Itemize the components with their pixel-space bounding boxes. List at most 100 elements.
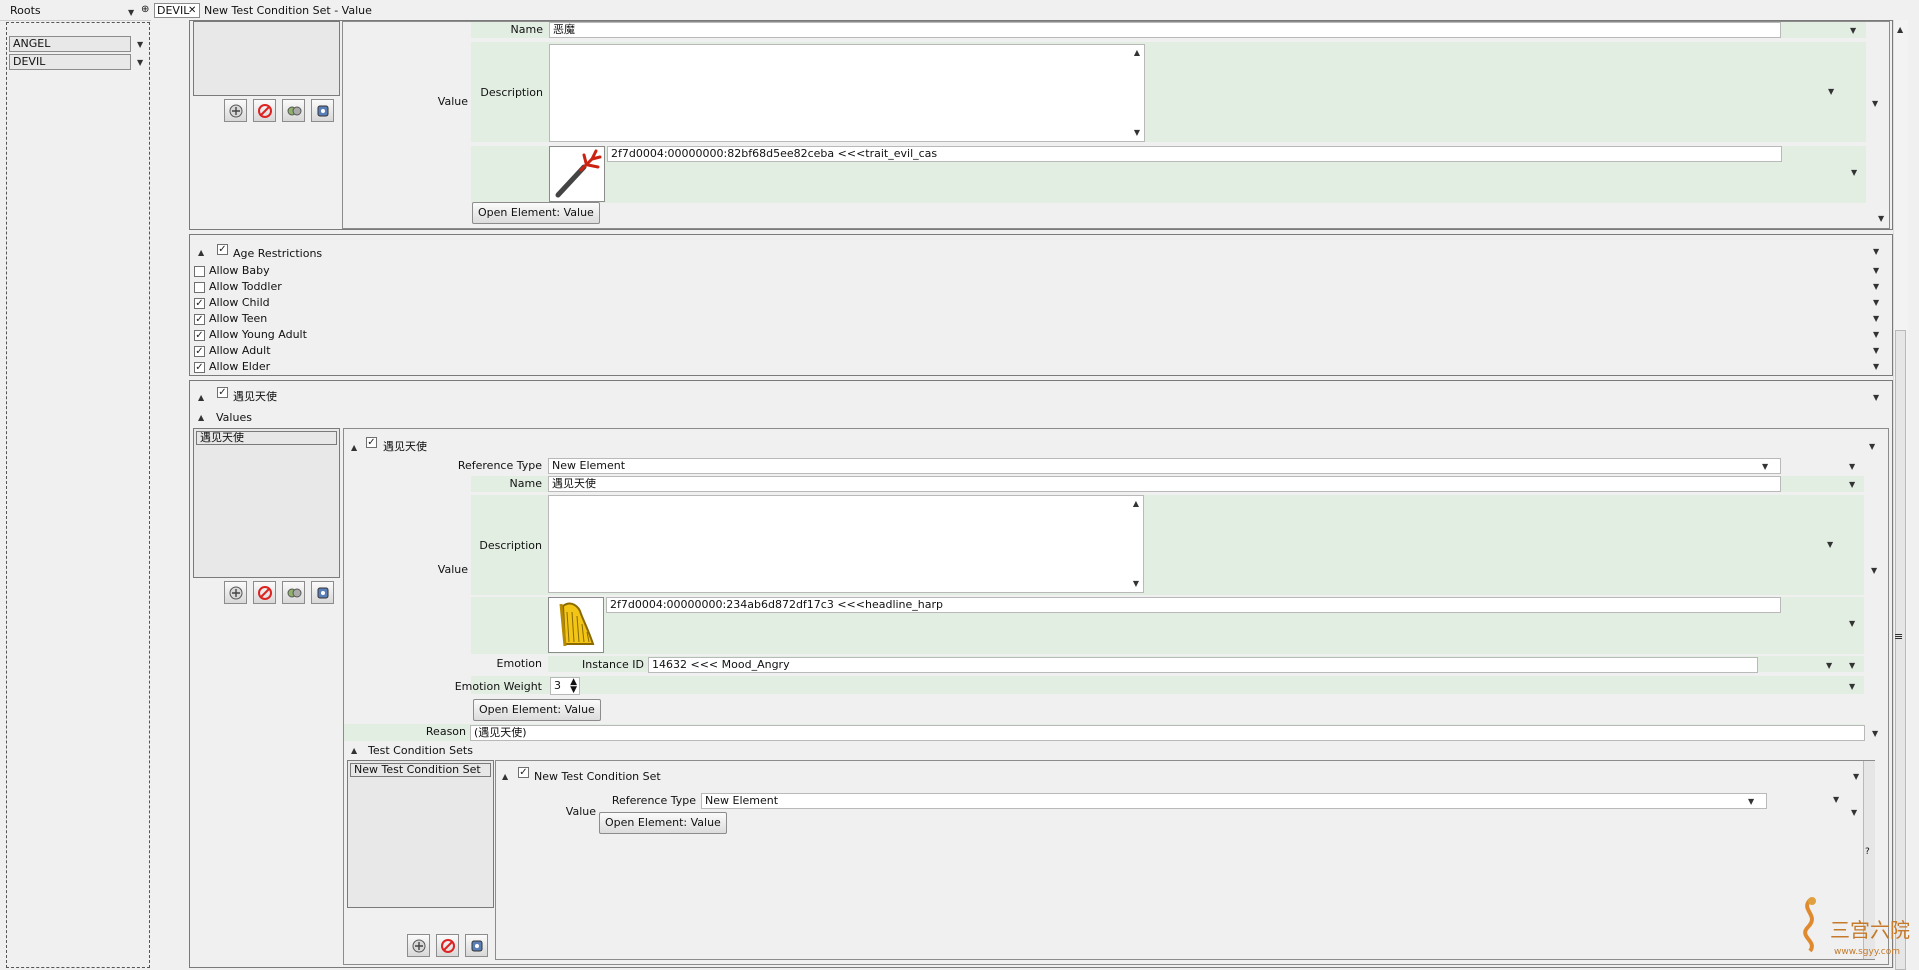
reason-dropdown-icon[interactable]: ▼ bbox=[1872, 729, 1879, 738]
tcs-scrollbar[interactable] bbox=[1863, 761, 1875, 959]
icon-dropdown-icon[interactable]: ▼ bbox=[1851, 168, 1858, 177]
close-icon[interactable]: ✕ bbox=[188, 5, 197, 16]
instance-id-chevron-down-icon[interactable]: ▼ bbox=[1826, 661, 1833, 670]
allow-baby-checkbox[interactable] bbox=[194, 266, 205, 277]
duplicate-button[interactable] bbox=[282, 99, 305, 122]
angel-inner-dropdown-icon[interactable]: ▼ bbox=[1869, 442, 1876, 451]
angel-remove-button[interactable] bbox=[253, 581, 276, 604]
description-textarea[interactable]: ▲ ▼ bbox=[549, 44, 1145, 142]
root-item-angel[interactable]: ANGEL bbox=[9, 36, 131, 52]
description-dropdown-icon[interactable]: ▼ bbox=[1828, 87, 1835, 96]
allow-young-adult-dropdown-icon[interactable]: ▼ bbox=[1873, 330, 1880, 339]
tcs-reference-type-select[interactable]: New Element bbox=[701, 793, 1767, 809]
tcs-collapse-icon[interactable]: ▲ bbox=[351, 746, 358, 755]
root-item-devil[interactable]: DEVIL bbox=[9, 54, 131, 70]
top-values-list[interactable] bbox=[193, 21, 340, 96]
angel-settings-button[interactable] bbox=[311, 581, 334, 604]
settings-button[interactable] bbox=[311, 99, 334, 122]
angel-name-field[interactable]: 遇见天使 bbox=[548, 476, 1781, 492]
angel-inner-checkbox[interactable]: ✓ bbox=[366, 437, 377, 448]
tcs-settings-button[interactable] bbox=[465, 934, 488, 957]
pin-icon[interactable]: ⊕ bbox=[141, 4, 150, 15]
angel-collapse-icon[interactable]: ▲ bbox=[198, 393, 205, 402]
allow-adult-checkbox[interactable]: ✓ bbox=[194, 346, 205, 357]
tcs-inner-checkbox[interactable]: ✓ bbox=[518, 767, 529, 778]
angel-duplicate-button[interactable] bbox=[282, 581, 305, 604]
tcs-reference-type-dropdown-icon[interactable]: ▼ bbox=[1833, 795, 1840, 804]
root-item-angel-dropdown-icon[interactable]: ▼ bbox=[137, 40, 144, 49]
textarea-scroll-down-icon[interactable]: ▼ bbox=[1133, 128, 1140, 137]
trident-icon[interactable] bbox=[549, 146, 605, 202]
emotion-weight-stepper[interactable]: 3 ▲▼ bbox=[550, 677, 580, 695]
age-restrictions-checkbox[interactable]: ✓ bbox=[217, 244, 228, 255]
angel-description-textarea[interactable]: ▲ ▼ bbox=[548, 495, 1144, 593]
allow-young-adult-checkbox[interactable]: ✓ bbox=[194, 330, 205, 341]
tcs-inner-collapse-icon[interactable]: ▲ bbox=[502, 772, 509, 781]
help-icon[interactable]: ? bbox=[1865, 847, 1870, 857]
scroll-thumb[interactable] bbox=[1895, 330, 1906, 970]
splitter-grip-icon[interactable]: ≡ bbox=[1894, 630, 1904, 643]
tcs-value-dropdown-icon[interactable]: ▼ bbox=[1851, 808, 1858, 817]
tcs-add-button[interactable] bbox=[407, 934, 430, 957]
allow-child-checkbox[interactable]: ✓ bbox=[194, 298, 205, 309]
allow-teen-dropdown-icon[interactable]: ▼ bbox=[1873, 314, 1880, 323]
roots-dropdown-icon[interactable]: ▼ bbox=[128, 8, 135, 17]
tcs-list[interactable]: New Test Condition Set bbox=[347, 760, 494, 908]
age-restrictions-dropdown-icon[interactable]: ▼ bbox=[1873, 247, 1880, 256]
tcs-inner-dropdown-icon[interactable]: ▼ bbox=[1853, 772, 1860, 781]
angel-add-button[interactable] bbox=[224, 581, 247, 604]
instance-id-field[interactable]: 14632 <<< Mood_Angry bbox=[648, 657, 1758, 673]
main-scrollbar[interactable]: ▲ bbox=[1893, 20, 1908, 970]
angel-list-item[interactable]: 遇见天使 bbox=[196, 431, 337, 445]
allow-baby-dropdown-icon[interactable]: ▼ bbox=[1873, 266, 1880, 275]
remove-button[interactable] bbox=[253, 99, 276, 122]
angel-textarea-scroll-up-icon[interactable]: ▲ bbox=[1132, 499, 1139, 508]
harp-icon[interactable] bbox=[548, 597, 604, 653]
tab-devil[interactable]: DEVIL ✕ bbox=[154, 3, 200, 18]
breadcrumb: New Test Condition Set - Value bbox=[204, 4, 372, 17]
angel-name-dropdown-icon[interactable]: ▼ bbox=[1849, 480, 1856, 489]
tcs-reference-type-chevron-down-icon[interactable]: ▼ bbox=[1748, 797, 1755, 806]
angel-icon-dropdown-icon[interactable]: ▼ bbox=[1849, 619, 1856, 628]
emotion-weight-dropdown-icon[interactable]: ▼ bbox=[1849, 682, 1856, 691]
angel-inner-collapse-icon[interactable]: ▲ bbox=[351, 443, 358, 452]
allow-child-dropdown-icon[interactable]: ▼ bbox=[1873, 298, 1880, 307]
angel-section-dropdown-icon[interactable]: ▼ bbox=[1873, 393, 1880, 402]
allow-elder-dropdown-icon[interactable]: ▼ bbox=[1873, 362, 1880, 371]
values-collapse-icon[interactable]: ▲ bbox=[198, 413, 205, 422]
tcs-list-item[interactable]: New Test Condition Set bbox=[350, 763, 491, 777]
name-field[interactable]: 恶魔 bbox=[549, 22, 1781, 38]
angel-description-dropdown-icon[interactable]: ▼ bbox=[1827, 540, 1834, 549]
angel-icon-ref-field[interactable]: 2f7d0004:00000000:234ab6d872df17c3 <<<he… bbox=[606, 597, 1781, 613]
root-item-devil-dropdown-icon[interactable]: ▼ bbox=[137, 58, 144, 67]
angel-textarea-scroll-down-icon[interactable]: ▼ bbox=[1132, 579, 1139, 588]
textarea-scroll-up-icon[interactable]: ▲ bbox=[1133, 48, 1140, 57]
tcs-open-element-button[interactable]: Open Element: Value bbox=[599, 812, 727, 834]
allow-elder-checkbox[interactable]: ✓ bbox=[194, 362, 205, 373]
reference-type-select[interactable]: New Element bbox=[548, 458, 1781, 474]
angel-values-list[interactable]: 遇见天使 bbox=[193, 428, 340, 578]
reason-field[interactable]: (遇见天使) bbox=[470, 725, 1865, 741]
stepper-arrows-icon[interactable]: ▲▼ bbox=[570, 677, 577, 695]
angel-value-dropdown-icon[interactable]: ▼ bbox=[1871, 566, 1878, 575]
allow-adult-dropdown-icon[interactable]: ▼ bbox=[1873, 346, 1880, 355]
allow-toddler-dropdown-icon[interactable]: ▼ bbox=[1873, 282, 1880, 291]
value-dropdown-icon[interactable]: ▼ bbox=[1872, 99, 1879, 108]
emotion-weight-value: 3 bbox=[554, 679, 561, 692]
open-element-button[interactable]: Open Element: Value bbox=[472, 202, 600, 224]
allow-toddler-checkbox[interactable] bbox=[194, 282, 205, 293]
angel-open-element-button[interactable]: Open Element: Value bbox=[473, 699, 601, 721]
instance-id-dropdown-icon[interactable]: ▼ bbox=[1849, 661, 1856, 670]
top-section-dropdown-icon[interactable]: ▼ bbox=[1878, 214, 1885, 223]
emotion-weight-row-bg bbox=[471, 676, 1864, 694]
icon-ref-field[interactable]: 2f7d0004:00000000:82bf68d5ee82ceba <<<tr… bbox=[607, 146, 1782, 162]
add-button[interactable] bbox=[224, 99, 247, 122]
scroll-up-icon[interactable]: ▲ bbox=[1897, 25, 1904, 34]
allow-teen-checkbox[interactable]: ✓ bbox=[194, 314, 205, 325]
age-collapse-icon[interactable]: ▲ bbox=[198, 248, 205, 257]
reference-type-chevron-down-icon[interactable]: ▼ bbox=[1762, 462, 1769, 471]
angel-section-checkbox[interactable]: ✓ bbox=[217, 387, 228, 398]
reference-type-dropdown-icon[interactable]: ▼ bbox=[1849, 462, 1856, 471]
tcs-remove-button[interactable] bbox=[436, 934, 459, 957]
name-dropdown-icon[interactable]: ▼ bbox=[1850, 26, 1857, 35]
